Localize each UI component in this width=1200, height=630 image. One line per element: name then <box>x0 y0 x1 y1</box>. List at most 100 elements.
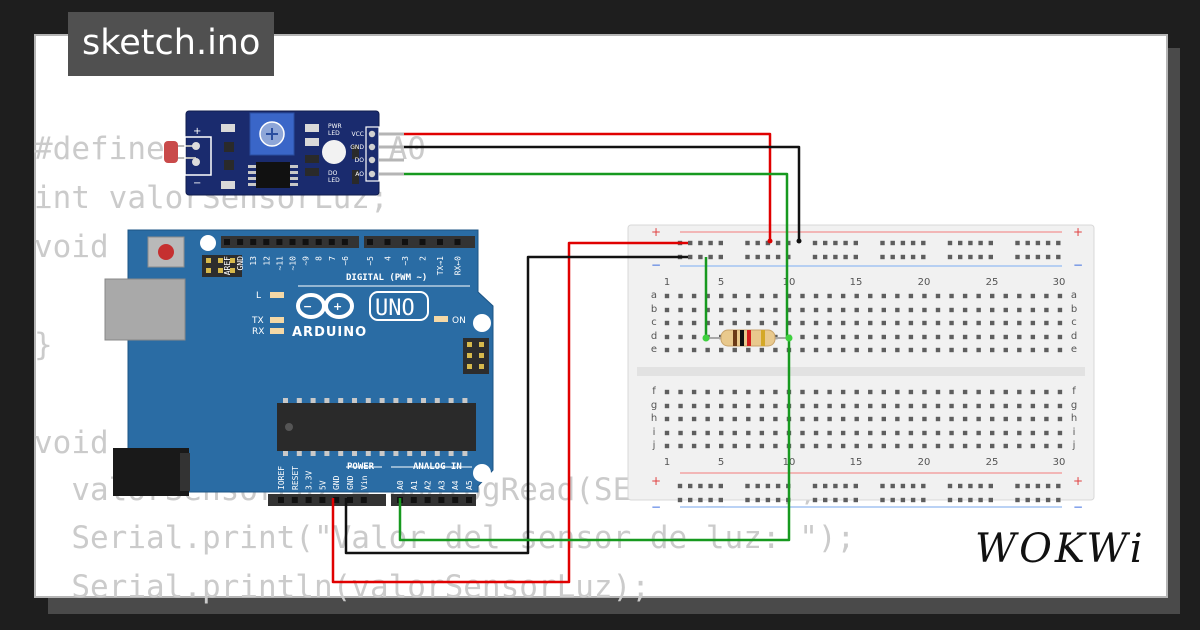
breadboard-hole <box>976 320 981 326</box>
col-num-1-bottom: 1 <box>664 457 670 468</box>
digital-pin-label: ~5 <box>366 256 375 266</box>
rail-hole <box>900 497 906 503</box>
digital-pin-label: 8 <box>315 256 324 261</box>
rail-hole <box>708 497 713 503</box>
breadboard-hole <box>922 403 927 409</box>
breadboard-hole <box>759 389 765 395</box>
wire-gnd-to-rail[interactable] <box>404 145 801 241</box>
breadboard-hole <box>664 347 670 353</box>
breadboard-hole <box>840 334 846 340</box>
rail-hole <box>1015 483 1020 489</box>
power-header[interactable] <box>268 494 386 506</box>
pin-label-gnd: GND <box>350 144 364 151</box>
breadboard-hole <box>895 389 900 395</box>
wire-5v-to-rail[interactable] <box>331 241 688 584</box>
rail-minus-label-right: − <box>1073 258 1083 272</box>
breadboard-hole <box>990 334 995 340</box>
rail-hole <box>968 497 973 503</box>
digital-pin-hole <box>454 239 461 245</box>
breadboard-hole <box>746 307 751 313</box>
breadboard-hole <box>868 334 873 340</box>
breadboard-hole <box>895 416 900 422</box>
breadboard-hole <box>759 416 765 422</box>
breadboard-hole <box>949 347 954 353</box>
rail-hole <box>921 254 926 260</box>
breadboard-hole <box>949 389 954 395</box>
wire-vcc-to-rail[interactable] <box>404 132 772 241</box>
breadboard-hole <box>990 416 995 422</box>
breadboard-hole <box>732 389 737 395</box>
chip-pin <box>462 451 468 456</box>
breadboard-hole <box>895 293 900 299</box>
breadboard-hole <box>678 320 683 326</box>
breadboard-hole <box>1044 416 1049 422</box>
rail-hole <box>978 240 983 246</box>
breadboard-hole <box>664 416 670 422</box>
breadboard-hole <box>949 334 954 340</box>
reset-button-cap[interactable] <box>158 244 174 260</box>
breadboard-hole <box>773 293 778 299</box>
breadboard-hole <box>800 443 805 449</box>
breadboard-hole <box>691 430 697 436</box>
bottom-pin-holes[interactable] <box>278 497 472 503</box>
analog-pin-hole <box>410 497 417 503</box>
rail-hole <box>853 497 858 503</box>
breadboard-hole <box>1044 389 1049 395</box>
rail-hole <box>755 254 760 260</box>
breadboard-hole <box>678 334 683 340</box>
breadboard-hole <box>962 307 968 313</box>
breadboard-hole <box>1044 430 1049 436</box>
breadboard-hole <box>881 347 886 353</box>
digital-pin-label: 13 <box>249 256 258 266</box>
resistor[interactable] <box>706 329 789 347</box>
breadboard-hole <box>854 293 859 299</box>
breadboard-hole <box>990 430 995 436</box>
power-jack <box>113 448 189 496</box>
breadboard-hole <box>1003 403 1008 409</box>
breadboard-hole <box>732 307 737 313</box>
rail-hole <box>688 254 693 260</box>
wire-a0-to-breadboard[interactable] <box>398 338 791 542</box>
code-line-10: Serial.println(valorSensorLuz); <box>34 569 650 605</box>
resistor-band-brown <box>733 330 737 346</box>
breadboard-hole <box>1057 320 1063 326</box>
power-pin-label: RESET <box>291 466 300 490</box>
digital-pin-label: ~9 <box>302 256 311 266</box>
breadboard-hole <box>922 334 927 340</box>
svg-text:+: + <box>333 300 342 313</box>
breadboard-hole <box>895 403 900 409</box>
breadboard-hole <box>773 320 778 326</box>
rail-hole <box>978 497 983 503</box>
breadboard-hole <box>800 307 805 313</box>
rail-hole <box>1025 497 1030 503</box>
chip-pin <box>296 398 302 403</box>
col-num-15: 15 <box>850 277 863 288</box>
led-tx <box>270 317 284 323</box>
row-g: g <box>651 400 657 411</box>
analog-header[interactable] <box>391 494 476 506</box>
analog-pin-label: A4 <box>451 480 460 490</box>
breadboard-hole <box>962 334 968 340</box>
wire-ao-to-breadboard[interactable] <box>404 172 789 338</box>
chip-pin <box>365 398 371 403</box>
power-pin-hole <box>347 497 353 503</box>
digital-pin-hole <box>367 239 373 245</box>
digital-pin-holes[interactable] <box>224 239 461 245</box>
wire-arduino-gnd-to-rail[interactable] <box>344 255 688 555</box>
breadboard-hole <box>908 443 914 449</box>
breadboard-hole <box>908 334 914 340</box>
breadboard-hole <box>840 430 846 436</box>
breadboard-hole <box>840 403 846 409</box>
breadboard-hole <box>908 320 914 326</box>
sketch-filename-tab[interactable]: sketch.ino <box>68 12 275 76</box>
rail-hole <box>910 483 916 489</box>
wokwi-logo: WOKWi <box>975 526 1146 572</box>
digital-pin-hole <box>419 239 426 245</box>
rail-hole <box>890 497 895 503</box>
digital-pin-hole <box>263 239 270 245</box>
breadboard[interactable]: + + − − + + − − 1 5 10 15 20 25 30 1 5 1… <box>627 224 1095 514</box>
row-i-right: i <box>1073 427 1076 438</box>
